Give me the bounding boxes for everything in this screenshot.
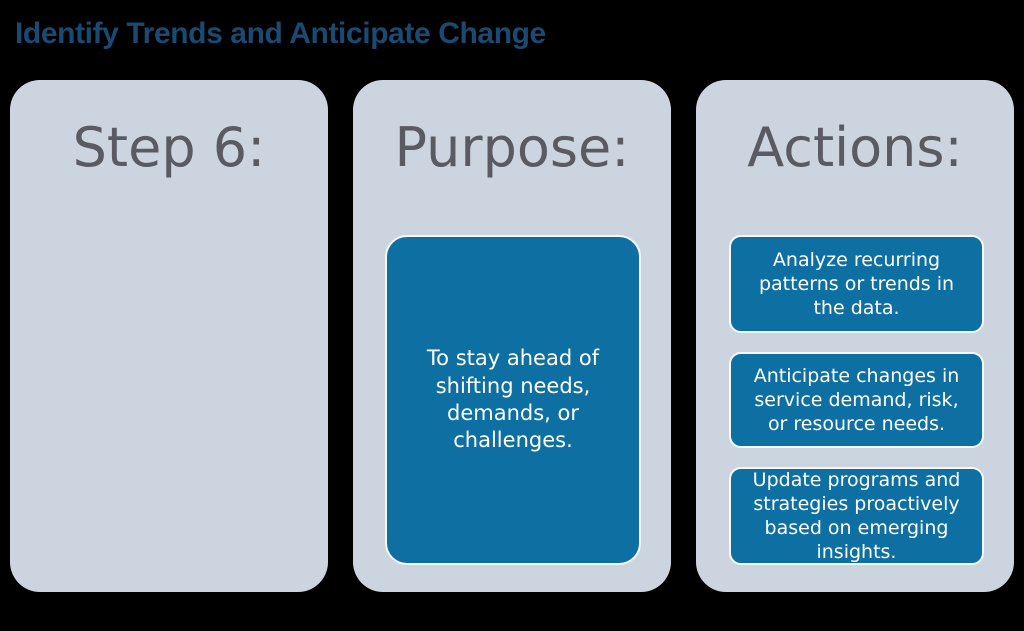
column-actions: Actions: Analyze recurring patterns or t… xyxy=(696,80,1014,592)
action-box-update-text: Update programs and strategies proactive… xyxy=(752,468,961,564)
purpose-box: To stay ahead of shifting needs, demands… xyxy=(385,235,641,565)
column-purpose-heading: Purpose: xyxy=(394,116,630,179)
slide-title: Identify Trends and Anticipate Change xyxy=(15,17,546,50)
action-box-update: Update programs and strategies proactive… xyxy=(729,467,984,565)
action-box-anticipate: Anticipate changes in service demand, ri… xyxy=(729,352,984,448)
action-box-analyze: Analyze recurring patterns or trends in … xyxy=(729,235,984,333)
column-purpose: Purpose: To stay ahead of shifting needs… xyxy=(353,80,671,592)
action-box-anticipate-text: Anticipate changes in service demand, ri… xyxy=(753,364,960,436)
purpose-box-text: To stay ahead of shifting needs, demands… xyxy=(426,346,600,453)
column-actions-heading: Actions: xyxy=(747,116,963,179)
column-step-heading: Step 6: xyxy=(72,116,266,179)
column-step: Step 6: xyxy=(10,80,328,592)
action-box-analyze-text: Analyze recurring patterns or trends in … xyxy=(758,248,955,320)
